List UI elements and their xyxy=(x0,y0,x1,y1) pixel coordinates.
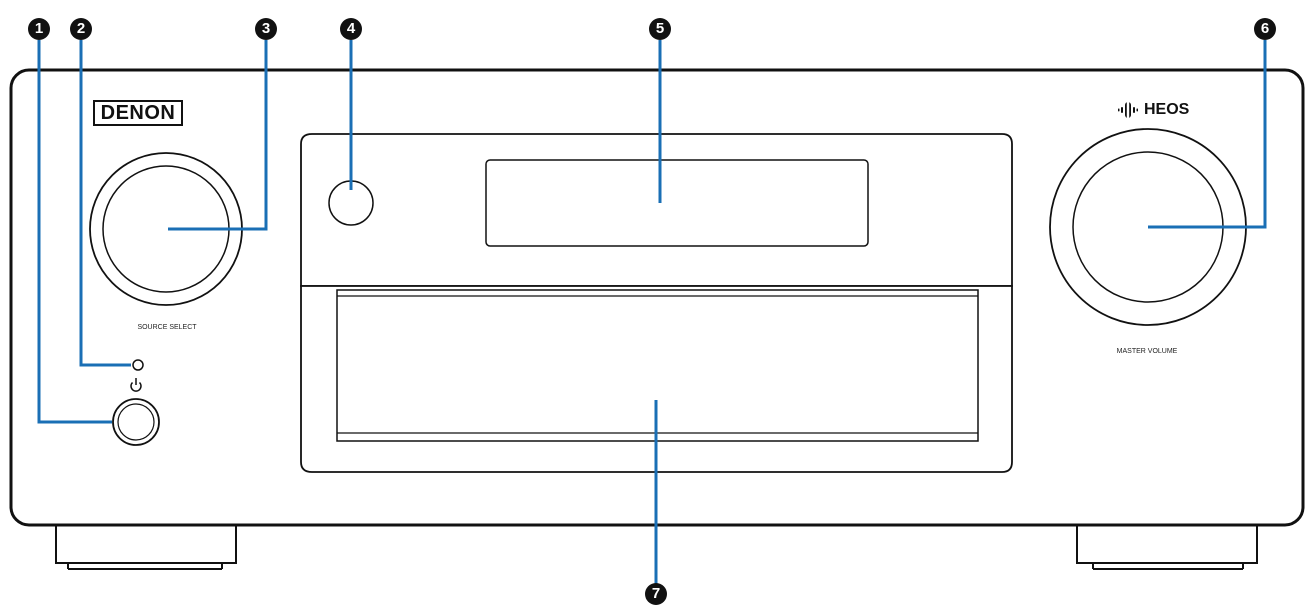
leader-lines xyxy=(37,40,1267,584)
heos-logo: HEOS xyxy=(1118,99,1238,121)
display-window xyxy=(485,159,869,247)
callout-7: 7 xyxy=(645,583,667,605)
leader-line-3 xyxy=(168,40,268,231)
heos-icon xyxy=(1118,101,1138,119)
denon-logo: DENON xyxy=(93,100,183,126)
power-button xyxy=(112,398,160,446)
callout-3: 3 xyxy=(255,18,277,40)
leader-line-2 xyxy=(79,40,131,367)
leader-line-1 xyxy=(37,40,112,424)
right-foot xyxy=(1076,522,1258,570)
callout-2: 2 xyxy=(70,18,92,40)
indicator-icon xyxy=(132,359,144,371)
callout-4: 4 xyxy=(340,18,362,40)
callout-5: 5 xyxy=(649,18,671,40)
callout-6: 6 xyxy=(1254,18,1276,40)
left-foot xyxy=(55,522,237,570)
heos-text: HEOS xyxy=(1144,101,1190,118)
callout-1: 1 xyxy=(28,18,50,40)
power-icon xyxy=(130,378,142,392)
master-volume-label: MASTER VOLUME xyxy=(1116,348,1178,355)
source-select-knob xyxy=(89,152,243,306)
source-select-label: SOURCE SELECT xyxy=(137,324,197,331)
leader-line-6 xyxy=(1148,40,1267,229)
